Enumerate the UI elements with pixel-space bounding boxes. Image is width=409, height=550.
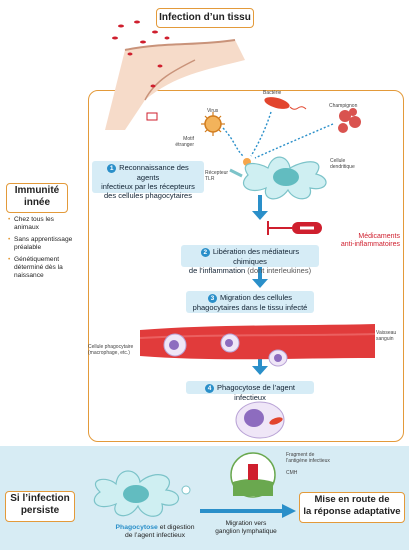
innate-title: Immunité innée bbox=[6, 183, 68, 213]
migration-l2: ganglion lymphatique bbox=[215, 528, 277, 535]
label-motif-l1: Motif bbox=[183, 136, 194, 142]
step-3-line1: Migration des cellules bbox=[219, 293, 293, 302]
antigen-inset bbox=[230, 452, 276, 498]
bullet-1: Chez tous les animaux bbox=[8, 216, 74, 232]
persist-title: Si l’infection persiste bbox=[5, 491, 75, 522]
step-2-line2b: (dont interleukines) bbox=[245, 265, 312, 275]
label-fragment-l1: Fragment de bbox=[286, 452, 315, 458]
label-champignon: Champignon bbox=[329, 103, 358, 109]
persist-title-l2: persiste bbox=[20, 505, 60, 516]
step-2-line1: Libération des médiateurs chimiques bbox=[212, 247, 300, 266]
label-motif-l2: étranger bbox=[175, 142, 194, 148]
step-4-line1: Phagocytose de l’agent infectieux bbox=[217, 383, 295, 402]
bacterium-icon bbox=[264, 97, 307, 110]
phago-rest: et digestion bbox=[157, 524, 195, 531]
phagocytosis-cell bbox=[235, 401, 285, 439]
step-1-line1: Reconnaissance des agents bbox=[119, 163, 189, 182]
phago-digestion-label: Phagocytose et digestion de l’agent infe… bbox=[100, 524, 210, 540]
label-medicaments-l2: anti-inflammatoires bbox=[340, 241, 400, 248]
step-3-line2: phagocytaires dans le tissu infecté bbox=[192, 302, 308, 312]
label-cellule-l1: Cellule bbox=[330, 158, 346, 164]
label-motif: Motif étranger bbox=[172, 136, 194, 148]
label-cellule-dendritique: Cellule dendritique bbox=[330, 158, 355, 170]
step-2-number: 2 bbox=[200, 247, 210, 257]
dendritic-cell-bottom bbox=[93, 470, 191, 517]
blood-vessel bbox=[140, 324, 375, 367]
step-1-number: 1 bbox=[107, 163, 117, 173]
step-2-line2: de l’inflammation bbox=[188, 265, 246, 275]
label-bacterie: Bactérie bbox=[263, 90, 282, 96]
adaptive-title: Mise en route de la réponse adaptative bbox=[299, 492, 405, 523]
bullet-3: Génétiquement déterminé dès la naissance bbox=[8, 256, 74, 280]
label-fragment-l2: l’antigène infectieux bbox=[286, 458, 330, 464]
dendritic-cell bbox=[229, 156, 327, 200]
innate-frame bbox=[88, 90, 404, 442]
label-cmh: CMH bbox=[286, 470, 298, 476]
fungus-icon bbox=[338, 108, 361, 133]
bullet-2: Sans apprentissage préalable bbox=[8, 236, 74, 252]
step-1-line3: des cellules phagocytaires bbox=[104, 190, 192, 200]
page-title: Infection d’un tissu bbox=[156, 8, 254, 28]
phago-line2: de l’agent infectieux bbox=[124, 532, 186, 539]
label-vaisseau-l1: Vaisseau bbox=[376, 330, 397, 336]
label-recepteur: Récepteur TLR bbox=[205, 170, 228, 182]
innate-bullets: Chez tous les animaux Sans apprentissage… bbox=[8, 216, 74, 284]
label-cellule-phagocytaire: Cellule phagocytaire (macrophage, etc.) bbox=[88, 344, 133, 356]
adaptive-l2: la réponse adaptative bbox=[303, 506, 401, 517]
innate-title-l1: Immunité bbox=[14, 185, 60, 196]
label-recepteur-l2: TLR bbox=[205, 176, 215, 182]
flow-arrows bbox=[252, 195, 268, 375]
step-4-number: 4 bbox=[205, 383, 214, 393]
inhibitor-icon bbox=[267, 221, 322, 235]
persist-title-l1: Si l’infection bbox=[10, 493, 70, 504]
phago-word: Phagocytose bbox=[115, 524, 158, 531]
migration-label: Migration vers ganglion lymphatique bbox=[204, 520, 288, 536]
label-fragment: Fragment de l’antigène infectieux bbox=[286, 452, 330, 464]
migration-arrow bbox=[200, 504, 296, 518]
label-recepteur-l1: Récepteur bbox=[205, 170, 229, 176]
label-medicaments: Médicaments anti-inflammatoires bbox=[322, 233, 400, 249]
label-phago-l2: (macrophage, etc.) bbox=[88, 350, 130, 356]
innate-title-l2: innée bbox=[23, 197, 51, 208]
label-cellule-l2: dendritique bbox=[330, 164, 355, 170]
skin-illustration bbox=[105, 20, 245, 130]
step-1-line2: infectieux par les récepteurs bbox=[101, 181, 195, 191]
label-virus: Virus bbox=[207, 108, 219, 114]
label-vaisseau: Vaisseau sanguin bbox=[376, 330, 396, 342]
label-phago-l1: Cellule phagocytaire bbox=[88, 344, 134, 350]
step-3-number: 3 bbox=[207, 293, 217, 303]
adaptive-l1: Mise en route de bbox=[314, 494, 390, 505]
migration-l1: Migration vers bbox=[225, 520, 267, 527]
virus-icon bbox=[201, 112, 225, 136]
label-medicaments-l1: Médicaments bbox=[358, 233, 400, 240]
label-vaisseau-l2: sanguin bbox=[376, 336, 394, 342]
